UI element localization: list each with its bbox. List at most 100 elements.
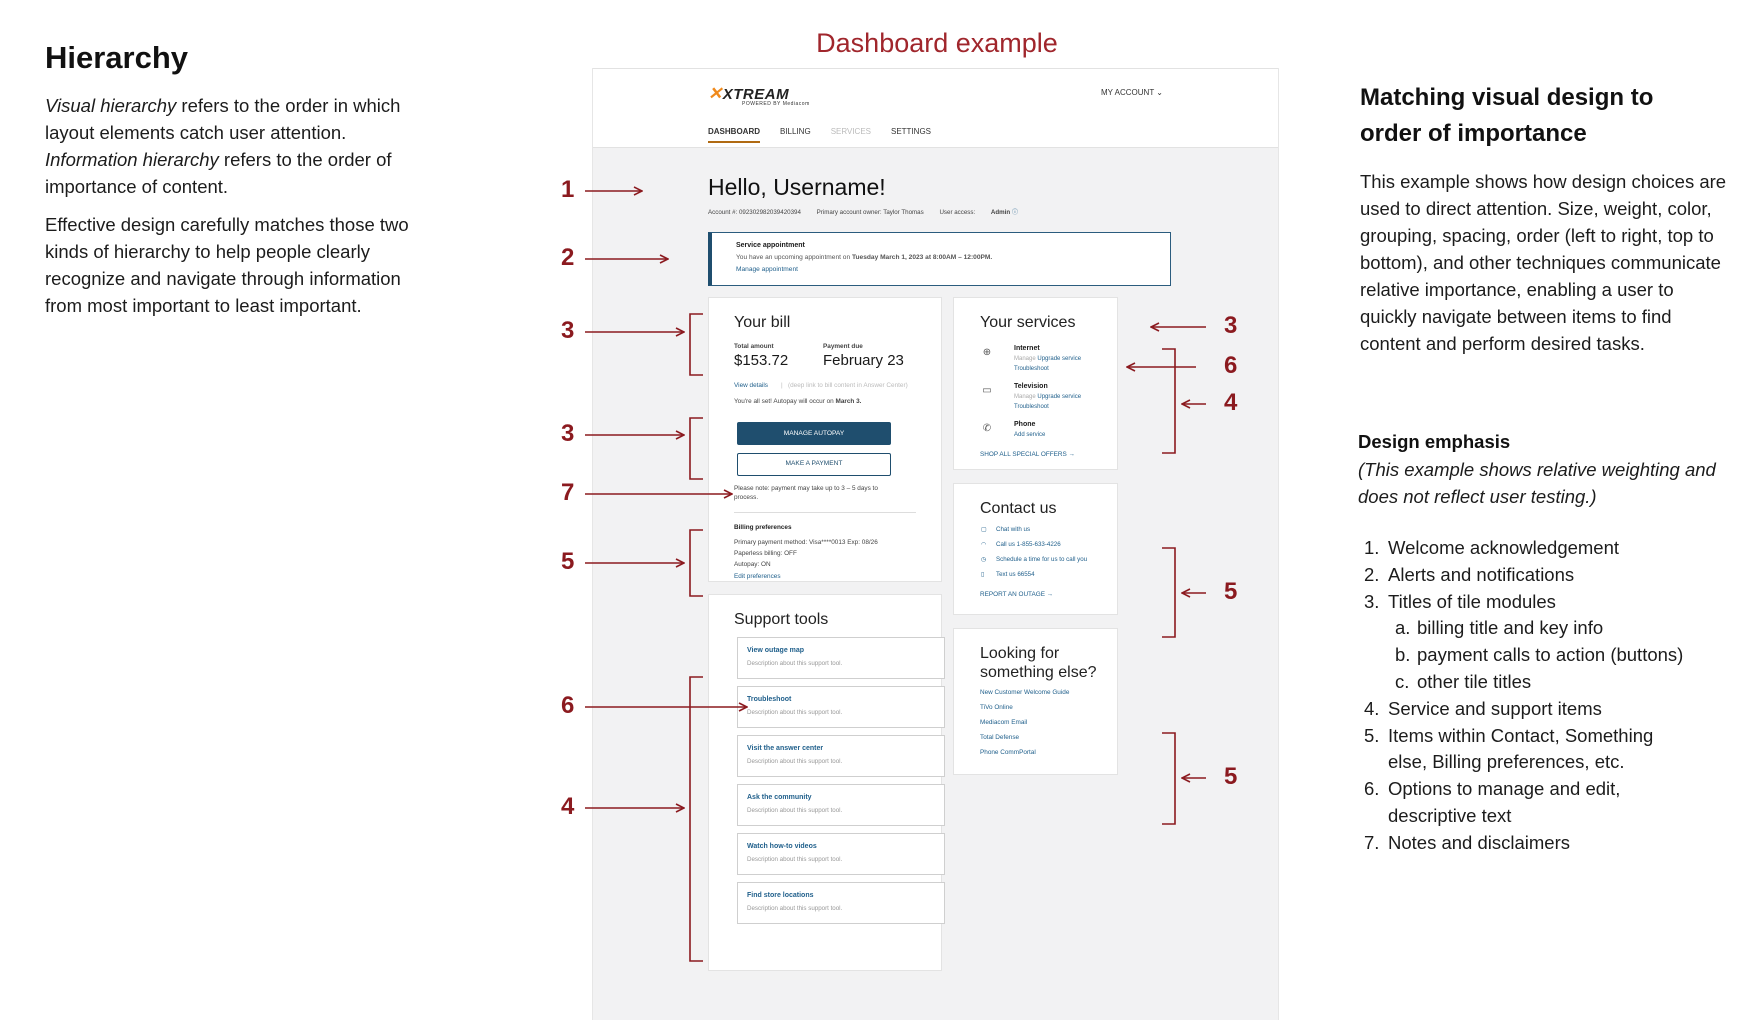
info-icon[interactable]: ⓘ	[1011, 209, 1019, 216]
payment-due-label: Payment due	[823, 343, 863, 350]
annotation-number: 1	[561, 176, 575, 203]
headset-icon: ◠	[981, 541, 987, 548]
looking-link[interactable]: Phone CommPortal	[980, 749, 1036, 756]
list-subitem: b.payment calls to action (buttons)	[1395, 644, 1684, 666]
looking-link[interactable]: Mediacom Email	[980, 719, 1028, 726]
report-outage-link[interactable]: REPORT AN OUTAGE →	[980, 591, 1054, 598]
list-item: 6.Options to manage and edit,	[1364, 778, 1621, 800]
billing-preferences-title: Billing preferences	[734, 524, 792, 531]
annotation-number: 5	[561, 548, 575, 575]
list-item: 4.Service and support items	[1364, 697, 1602, 719]
para1-text-a: refers to the order in which layout elem…	[45, 95, 401, 143]
looking-link[interactable]: New Customer Welcome Guide	[980, 689, 1070, 696]
contact-chat[interactable]: ▢Chat with us	[981, 526, 1031, 533]
annotation-bracket-r5b	[1162, 732, 1176, 825]
tab-settings[interactable]: SETTINGS	[891, 127, 932, 136]
list-item: 3.Titles of tile modules	[1364, 590, 1556, 612]
tab-dashboard[interactable]: DASHBOARD	[708, 127, 760, 143]
add-service-link[interactable]: Add service	[1014, 432, 1046, 438]
annotation-number: 4	[1224, 389, 1238, 416]
troubleshoot-link[interactable]: Troubleshoot	[1014, 366, 1049, 372]
service-name: Television	[1014, 383, 1048, 390]
contact-schedule[interactable]: ◷Schedule a time for us to call you	[981, 556, 1088, 563]
primary-payment-method: Primary payment method: Visa****0013 Exp…	[734, 539, 878, 546]
mobile-icon: ▯	[981, 571, 985, 578]
annotation-bracket-4	[689, 676, 703, 962]
list-item-continued: else, Billing preferences, etc.	[1388, 751, 1625, 773]
deep-link-note: | (deep link to bill content in Answer C…	[781, 382, 908, 389]
alert-title: Service appointment	[736, 242, 805, 249]
shop-offers-link[interactable]: SHOP ALL SPECIAL OFFERS →	[980, 451, 1075, 458]
upgrade-service-link[interactable]: Upgrade service	[1037, 356, 1082, 362]
autopay-status: You're all set! Autopay will occur on Ma…	[734, 398, 862, 405]
view-details-link[interactable]: View details	[734, 382, 768, 389]
tab-services[interactable]: SERVICES	[830, 127, 871, 136]
annotation-bracket-3a	[689, 313, 703, 376]
annotation-number: 5	[1224, 578, 1238, 605]
make-payment-button[interactable]: MAKE A PAYMENT	[737, 453, 891, 476]
term-information-hierarchy: Information hierarchy	[45, 149, 219, 170]
contact-text[interactable]: ▯Text us 66554	[981, 571, 1035, 578]
annotation-bracket-3b	[689, 417, 703, 480]
list-item-continued: descriptive text	[1388, 804, 1512, 826]
bill-title: Your bill	[734, 314, 791, 331]
service-name: Internet	[1014, 345, 1040, 352]
chat-icon: ▢	[981, 526, 987, 533]
user-access: User access: Admin ⓘ	[939, 209, 1019, 216]
annotation-number: 5	[1224, 763, 1238, 790]
service-name: Phone	[1014, 421, 1036, 428]
chevron-down-icon: ⌄	[1156, 88, 1163, 97]
manage-link[interactable]: Manage	[1014, 394, 1036, 400]
design-emphasis-list: 1.Welcome acknowledgement 2.Alerts and n…	[1364, 535, 1734, 857]
term-visual-hierarchy: Visual hierarchy	[45, 95, 177, 116]
para1-text-b: refers to the order of importance of con…	[45, 149, 392, 197]
annotation-number: 3	[561, 420, 575, 447]
hierarchy-paragraph-1: Visual hierarchy refers to the order in …	[45, 92, 415, 200]
my-account-label: MY ACCOUNT	[1101, 88, 1155, 97]
contact-call[interactable]: ◠Call us 1-855-633-4226	[981, 541, 1061, 548]
list-subitem: c.other tile titles	[1395, 670, 1532, 692]
looking-link[interactable]: TiVo Online	[980, 704, 1013, 711]
primary-owner: Primary account owner: Taylor Thomas	[816, 209, 924, 216]
manage-autopay-button[interactable]: MANAGE AUTOPAY	[737, 422, 891, 445]
annotation-number: 6	[561, 692, 575, 719]
contact-title: Contact us	[980, 500, 1057, 517]
matching-paragraph: This example shows how design choices ar…	[1360, 171, 1727, 354]
my-account-menu[interactable]: MY ACCOUNT ⌄	[1101, 88, 1163, 97]
dashboard-caption: Dashboard example	[816, 28, 1058, 58]
autopay-setting: Autopay: ON	[734, 561, 771, 568]
support-tools-title: Support tools	[734, 611, 829, 628]
dashboard-tabs: DASHBOARD BILLING SERVICES SETTINGS	[708, 127, 931, 143]
manage-appointment-link[interactable]: Manage appointment	[736, 266, 798, 273]
tab-billing[interactable]: BILLING	[780, 127, 811, 136]
service-actions: Manage Upgrade service	[1014, 356, 1081, 362]
upgrade-service-link[interactable]: Upgrade service	[1037, 394, 1082, 400]
services-card: Your services ⊕ Internet Manage Upgrade …	[953, 297, 1118, 470]
hierarchy-title: Hierarchy	[45, 40, 189, 75]
bill-divider	[734, 512, 916, 513]
list-item: 5.Items within Contact, Something	[1364, 724, 1654, 746]
logo-subtext: POWERED BY Mediacom	[742, 101, 810, 107]
phone-icon: ✆	[982, 423, 992, 434]
payment-note: Please note: payment may take up to 3 – …	[734, 485, 878, 501]
account-number: Account #: 092302982039420394	[708, 209, 801, 216]
welcome-heading: Hello, Username!	[708, 174, 886, 200]
looking-link[interactable]: Total Defense	[980, 734, 1020, 741]
manage-link[interactable]: Manage	[1014, 356, 1036, 362]
arrow-right-icon: →	[1046, 591, 1054, 598]
contact-card: Contact us ▢Chat with us ◠Call us 1-855-…	[953, 483, 1118, 615]
troubleshoot-link[interactable]: Troubleshoot	[1014, 404, 1049, 410]
account-info-line: Account #: 092302982039420394 Primary ac…	[708, 207, 1046, 216]
edit-preferences-link[interactable]: Edit preferences	[734, 573, 781, 580]
